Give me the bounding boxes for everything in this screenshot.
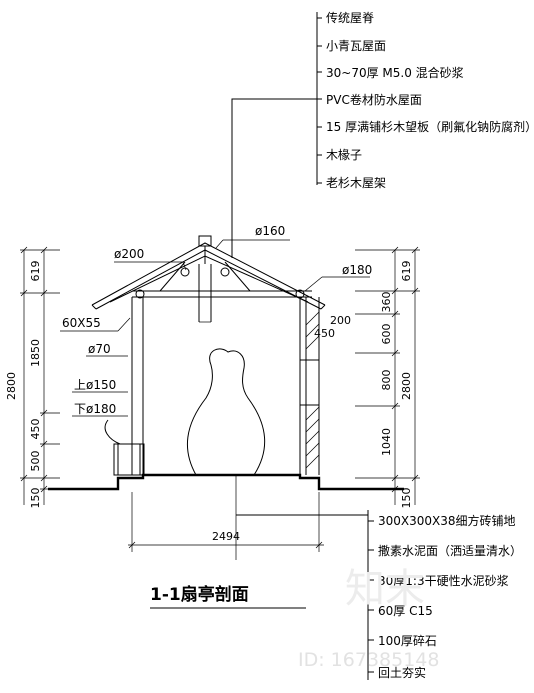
gourd-door-outline (186, 348, 266, 476)
roof-layer-5: 15 厚满铺杉木望板（刷氟化钠防腐剂） (326, 119, 534, 134)
left-dim-500: 500 (29, 451, 42, 472)
label-dim-200: 200 (330, 314, 351, 327)
right-dimension-chain (355, 246, 420, 505)
roof-layer-3: 30~70厚 M5.0 混合砂浆 (326, 65, 464, 80)
member-labels: ø200 ø160 ø180 60X55 ø70 上ø150 下ø180 200… (60, 224, 372, 417)
right-dim-600: 600 (380, 324, 393, 345)
roof-layer-6: 木椽子 (326, 148, 362, 162)
label-dim-450: 450 (314, 327, 335, 340)
left-dim-450: 450 (29, 419, 42, 440)
left-dim-overall: 2800 (5, 372, 18, 400)
floor-layer-3: 30厚1:3干硬性水泥砂浆 (378, 573, 509, 588)
floor-layer-5: 100厚碎石 (378, 633, 437, 648)
label-lower-d180: 下ø180 (74, 402, 116, 416)
drawing-title: 1-1扇亭剖面 (150, 584, 249, 605)
ground-line (48, 473, 404, 560)
roof-layer-leader (231, 12, 322, 258)
roof-layer-7: 老杉木屋架 (326, 176, 386, 190)
right-dim-800: 800 (380, 370, 393, 391)
right-dim-1040: 1040 (380, 428, 393, 456)
roof-layer-4: PVC卷材防水屋面 (326, 92, 422, 107)
label-d200: ø200 (114, 247, 144, 261)
floor-layer-2: 撒素水泥面（洒适量清水） (378, 543, 522, 558)
label-60x55: 60X55 (62, 316, 101, 330)
pavilion-frame (104, 297, 320, 476)
left-dimension-chain (20, 246, 60, 505)
watermark-id: ID: 167385148 (298, 649, 439, 671)
floor-layer-1: 300X300X38细方砖铺地 (378, 513, 516, 528)
floor-layer-4: 60厚 C15 (378, 604, 433, 618)
left-dim-150: 150 (29, 488, 42, 509)
right-dim-150: 150 (400, 488, 413, 509)
floor-layer-6: 回土夯实 (378, 665, 426, 680)
label-upper-d150: 上ø150 (74, 378, 116, 392)
label-d180-right: ø180 (342, 263, 372, 277)
left-dim-1850: 1850 (29, 339, 42, 367)
bottom-dimension (128, 492, 324, 552)
label-d160: ø160 (255, 224, 285, 238)
right-dim-overall: 2800 (400, 372, 413, 400)
bottom-dim-2494: 2494 (212, 530, 240, 543)
watermark-logo: 知末 (345, 566, 425, 612)
roof-structure (91, 235, 326, 323)
right-dim-360: 360 (380, 292, 393, 313)
floor-layer-leader (236, 510, 374, 680)
roof-layer-2: 小青瓦屋面 (326, 39, 386, 53)
label-d70: ø70 (88, 342, 111, 356)
roof-layer-1: 传统屋脊 (326, 10, 374, 25)
left-dim-619: 619 (29, 261, 42, 282)
right-dim-619: 619 (400, 261, 413, 282)
